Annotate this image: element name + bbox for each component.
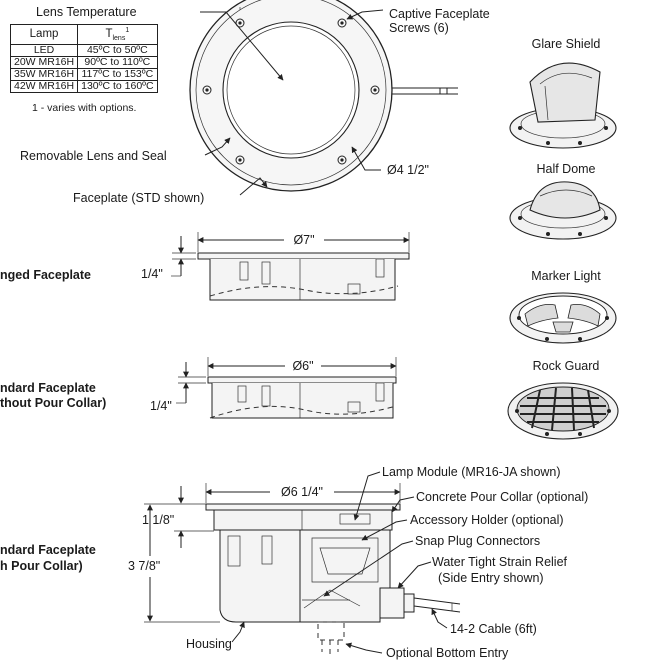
leader-housing [231, 621, 245, 643]
label-snap-plug: Snap Plug Connectors [415, 534, 540, 548]
label-captive-screws-2: Screws (6) [389, 21, 449, 35]
label-removable-lens: Removable Lens and Seal [20, 149, 167, 163]
leader-captive-screws [346, 9, 384, 20]
label-total-height: 3 7/8" [128, 559, 160, 573]
label-diameter-lens: Ø4 1/2" [387, 163, 429, 177]
leader-bottom-entry [345, 642, 383, 654]
glare-shield-accessory [509, 62, 617, 149]
label-lamp-module: Lamp Module (MR16-JA shown) [382, 465, 561, 479]
leader-accessory-holder [361, 519, 408, 541]
standard-collar-section: Ø6 1/4" 1 1/8" 3 7/8" ndard Fac [0, 483, 461, 654]
captive-screws [202, 18, 380, 165]
label-standard-diameter: Ø6" [292, 359, 313, 373]
label-lens-temperature: Lens Temperature [36, 5, 137, 19]
lens-circle [222, 21, 360, 159]
table-row: 35W MR16H 117ºC to 153ºC [9, 68, 158, 82]
table-row: 42W MR16H 130ºC to 160ºC [9, 80, 158, 94]
label-captive-screws-1: Captive Faceplate [389, 7, 490, 21]
label-collar-faceplate-2: h Pour Collar) [0, 559, 83, 573]
top-view-fixture [189, 0, 458, 192]
table-cell-temp: 117ºC to 153ºC [77, 68, 158, 82]
label-faceplate: Faceplate (STD shown) [73, 191, 204, 205]
half-dome-accessory [509, 181, 617, 240]
cable-profile [413, 597, 461, 605]
table-header-row: Lamp Tlens1 [9, 23, 158, 46]
label-rock-guard: Rock Guard [533, 359, 600, 373]
marker-light-accessory [509, 292, 617, 344]
pour-collar-profile [213, 509, 393, 531]
table-footnote: 1 - varies with options. [32, 102, 137, 114]
lamp-module-profile [311, 537, 379, 583]
label-strain-relief-1: Water Tight Strain Relief [432, 555, 568, 569]
lens-temperature-table: Lamp Tlens1 LED 45ºC to 50ºC 20W MR16H 9… [9, 23, 158, 94]
label-flanged-faceplate: nged Faceplate [0, 268, 91, 282]
table-cell-lamp: LED [9, 44, 79, 58]
table-row: LED 45ºC to 50ºC [9, 44, 158, 58]
label-strain-relief-2: (Side Entry shown) [438, 571, 544, 585]
label-accessory-holder: Accessory Holder (optional) [410, 513, 564, 527]
label-standard-faceplate-2: thout Pour Collar) [0, 396, 106, 410]
table-cell-temp: 90ºC to 110ºC [77, 56, 158, 70]
label-standard-height: 1/4" [150, 399, 172, 413]
table-header-tlens: Tlens1 [77, 23, 158, 46]
label-cable: 14-2 Cable (6ft) [450, 622, 537, 636]
leader-faceplate [239, 177, 268, 196]
leader-snap-plug [323, 540, 414, 597]
label-standard-faceplate-1: ndard Faceplate [0, 381, 96, 395]
table-cell-temp: 130ºC to 160ºC [77, 80, 158, 94]
leader-pour-collar [391, 496, 415, 513]
flanged-faceplate-section: Ø7" 1/4" nged Faceplate [0, 232, 410, 301]
leader-removable-lens [204, 137, 231, 156]
label-glare-shield: Glare Shield [532, 37, 601, 51]
table-cell-temp: 45ºC to 50ºC [77, 44, 158, 58]
strain-relief-profile [379, 587, 405, 619]
label-housing: Housing [186, 637, 232, 651]
housing-profile [219, 529, 301, 623]
table-row: 20W MR16H 90ºC to 110ºC [9, 56, 158, 70]
table-cell-lamp: 35W MR16H [9, 68, 79, 82]
standard-faceplate-section: Ø6" 1/4" ndard Faceplate thout Pour Coll… [0, 357, 397, 419]
table-cell-lamp: 42W MR16H [9, 80, 79, 94]
table-cell-lamp: 20W MR16H [9, 56, 79, 70]
label-half-dome: Half Dome [536, 162, 595, 176]
leader-strain-relief [397, 561, 432, 589]
leader-cable [431, 608, 448, 629]
leader-diameter-lens [351, 146, 381, 171]
leader-lamp-module [353, 471, 381, 521]
table-header-lamp: Lamp [9, 23, 79, 46]
rock-guard-accessory [507, 382, 619, 440]
label-flanged-height: 1/4" [141, 267, 163, 281]
bottom-entry-profile [317, 621, 345, 641]
label-collar-faceplate-1: ndard Faceplate [0, 543, 96, 557]
label-marker-light: Marker Light [531, 269, 601, 283]
label-flanged-diameter: Ø7" [293, 233, 314, 247]
label-pour-collar: Concrete Pour Collar (optional) [416, 490, 588, 504]
label-collar-height: 1 1/8" [142, 513, 174, 527]
faceplate-profile [205, 503, 401, 511]
leader-lens-temperature [200, 11, 284, 81]
label-collar-diameter: Ø6 1/4" [281, 485, 323, 499]
label-bottom-entry: Optional Bottom Entry [386, 646, 509, 660]
